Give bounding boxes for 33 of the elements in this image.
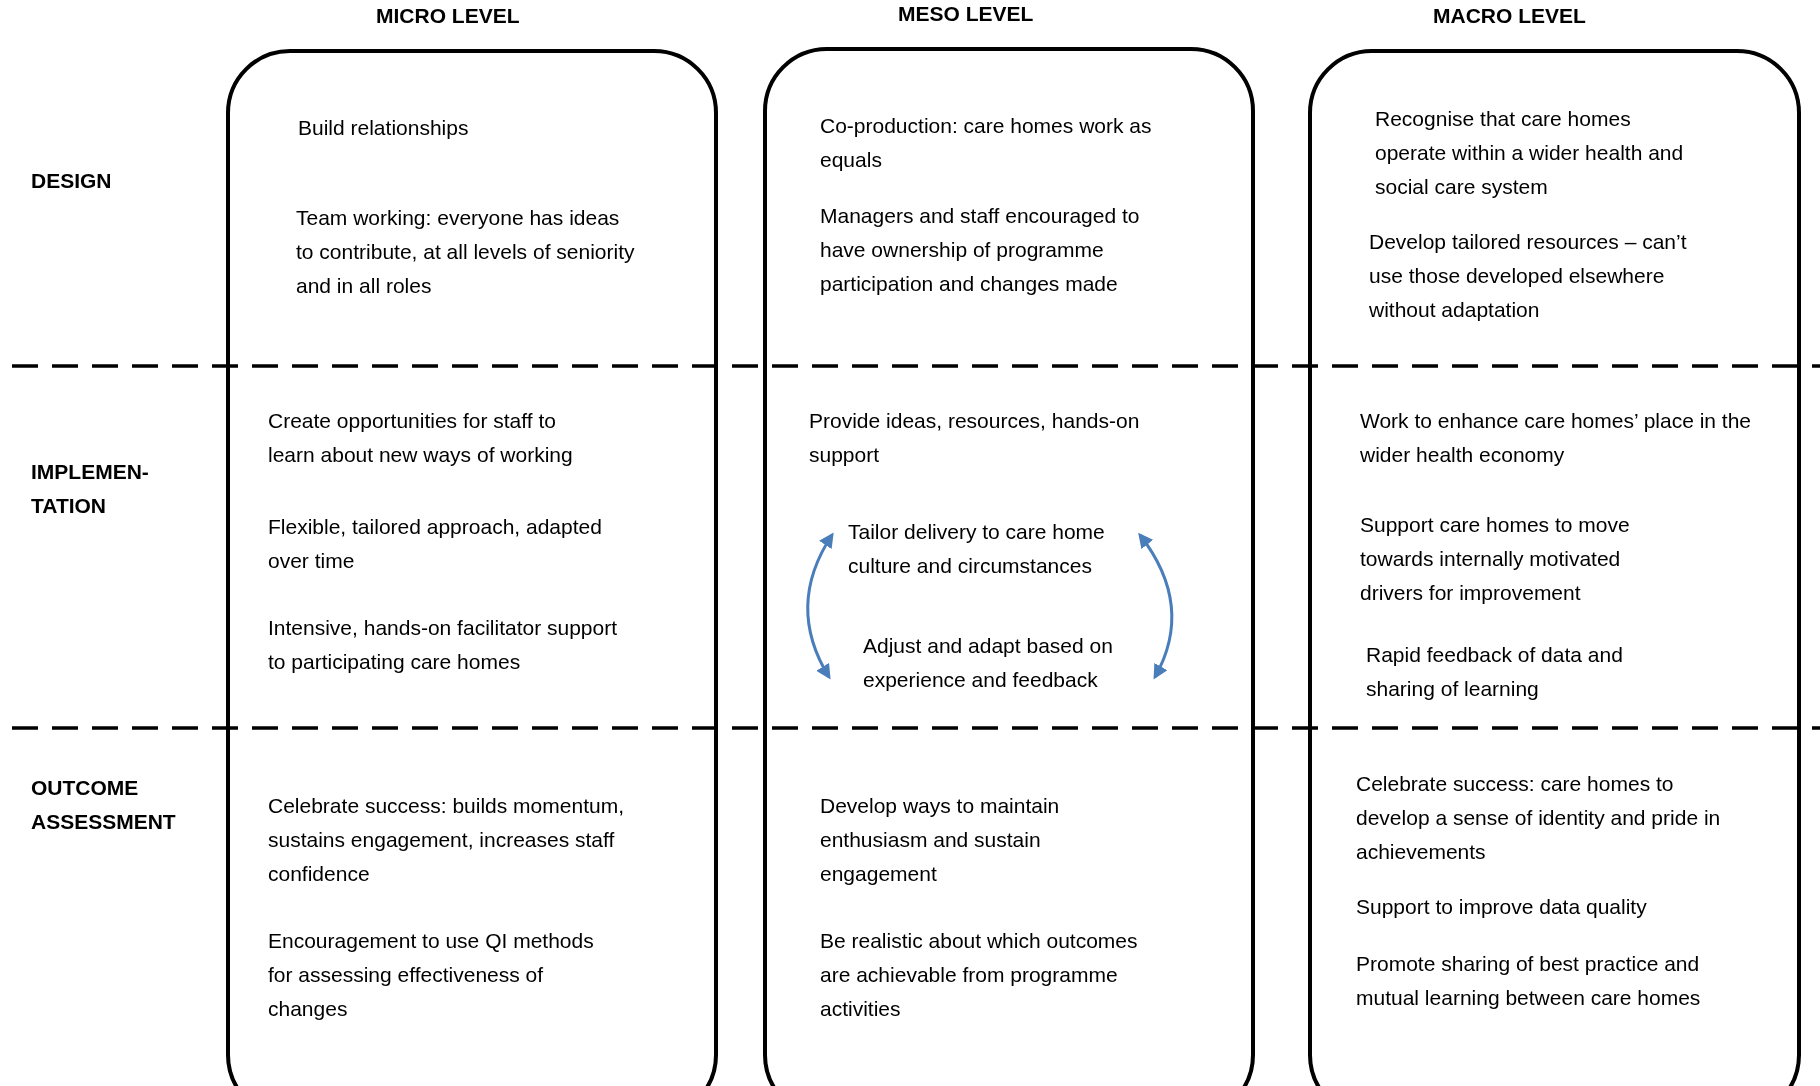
- point-text: Adjust and adapt based on experience and feedback: [863, 629, 1163, 697]
- column-heading: MESO LEVEL: [898, 2, 1034, 26]
- point-text: Provide ideas, resources, hands-on support: [809, 408, 1141, 468]
- point-text: Celebrate success: care homes to develop a sense of identity and pride in achievements: [1356, 771, 1722, 865]
- level-column: [1308, 49, 1801, 1086]
- point-text: Managers and staff encouraged to have ownership of programme participation and changes made: [820, 203, 1141, 297]
- point-text: Rapid feedback of data and sharing of learning: [1366, 642, 1624, 702]
- point-text: Build relationships: [298, 115, 470, 141]
- curved-double-arrow: [1138, 532, 1174, 680]
- column-heading: MICRO LEVEL: [376, 4, 520, 28]
- level-column: [763, 47, 1255, 1086]
- point-text: Encouragement to use QI methods for assessing effectiveness of changes: [268, 928, 595, 1022]
- row-label: OUTCOME ASSESSMENT: [31, 775, 177, 835]
- point-text: Support to improve data quality: [1356, 894, 1648, 920]
- level-column: [226, 49, 718, 1086]
- point-text: Develop ways to maintain enthusiasm and sustain engagement: [820, 793, 1061, 887]
- point-text: Be realistic about which outcomes are achievable from programme activities: [820, 928, 1139, 1022]
- row-label: DESIGN: [31, 168, 113, 194]
- point-text: Recognise that care homes operate within a wider health and social care system: [1375, 106, 1685, 200]
- point-text: Flexible, tailored approach, adapted over time: [268, 514, 603, 574]
- point-text: Team working: everyone has ideas to contribute, at all levels of seniority and in all roles: [296, 205, 636, 299]
- curved-double-arrow: [806, 532, 834, 680]
- point-text: Promote sharing of best practice and mutual learning between care homes: [1356, 951, 1702, 1011]
- row-label: IMPLEMEN-TATION: [31, 459, 150, 519]
- column-heading: MACRO LEVEL: [1433, 4, 1586, 28]
- point-text: Support care homes to move towards internally motivated drivers for improvement: [1360, 512, 1631, 606]
- point-text: Co-production: care homes work as equals: [820, 113, 1153, 173]
- point-text: Intensive, hands-on facilitator support to participating care homes: [268, 615, 619, 675]
- point-text: Work to enhance care homes’ place in the wider health economy: [1360, 408, 1753, 468]
- point-text: Celebrate success: builds momentum, sustains engagement, increases staff confidence: [268, 793, 625, 887]
- point-text: Develop tailored resources – can’t use those developed elsewhere without adaptation: [1369, 229, 1688, 323]
- point-text: Tailor delivery to care home culture and circumstances: [848, 515, 1148, 583]
- point-text: Create opportunities for staff to learn about new ways of working: [268, 408, 574, 468]
